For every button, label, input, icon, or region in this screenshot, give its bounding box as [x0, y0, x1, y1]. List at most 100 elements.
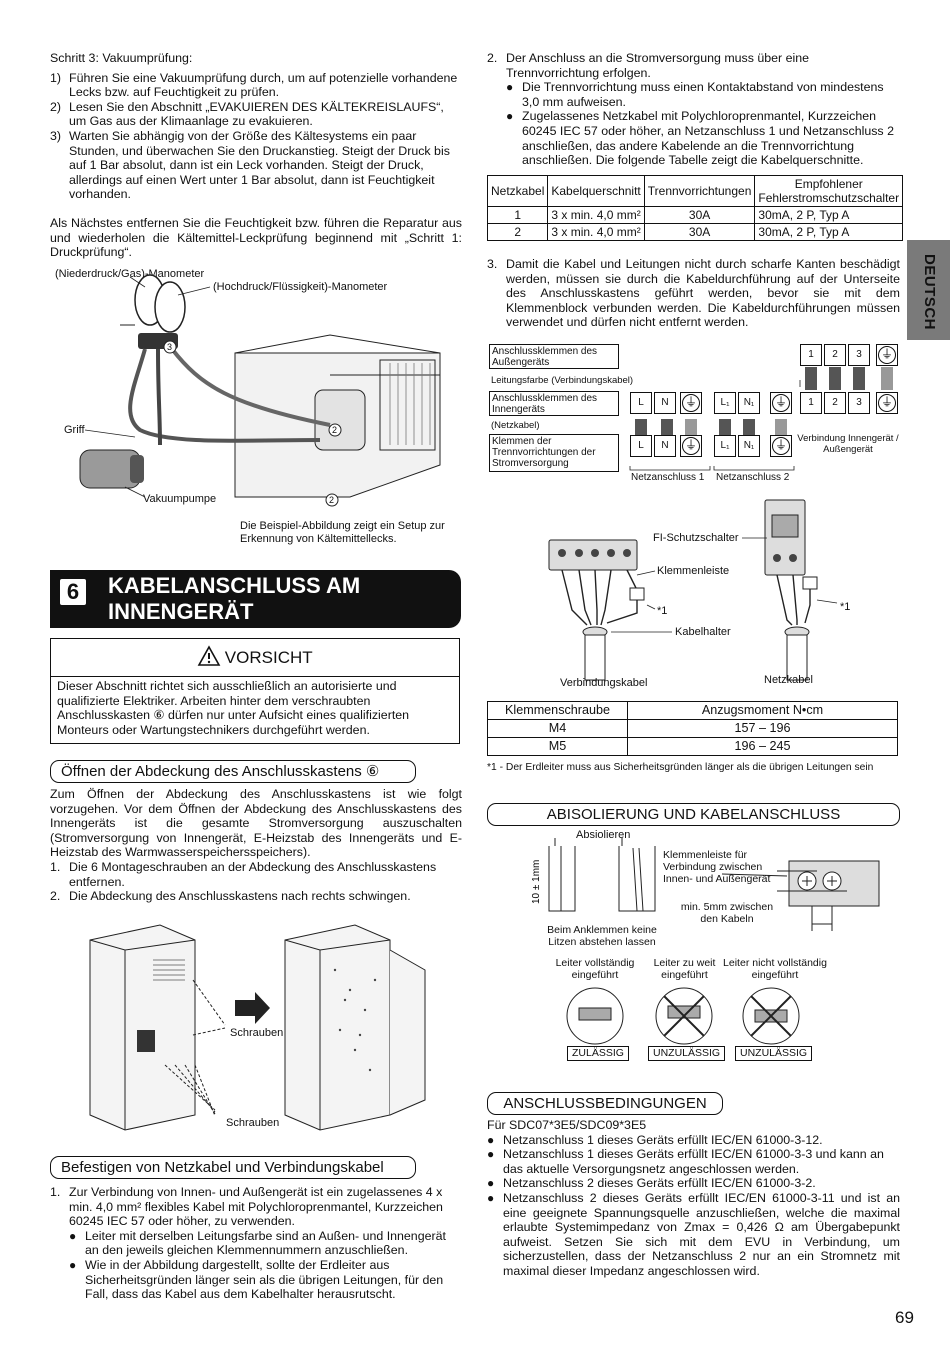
strip-illustration: 10 ± 1mm — [531, 838, 880, 1045]
label-fi-switch: FI-Schutzschalter — [653, 532, 739, 544]
table-row: M5 196 – 245 — [487, 737, 898, 756]
section-header: 6 KABELANSCHLUSS AM INNENGERÄT — [50, 570, 461, 628]
ground-icon — [772, 437, 790, 455]
num-2a: 2 — [332, 425, 338, 435]
label-not-full: Leiter nicht vollständig eingeführt — [723, 957, 827, 981]
item-2: 2.Der Anschluss an die Stromversorgung m… — [487, 51, 810, 80]
item2-bullet-1: ●Die Trennvorrichtung muss einen Kontakt… — [506, 80, 884, 109]
torque-table: Klemmenschraube Anzugsmoment N•cm M4 157… — [487, 701, 898, 756]
caution-text: Dieser Abschnitt richtet sich ausschließ… — [57, 679, 410, 737]
terminal-top-2: 2 — [824, 344, 846, 366]
label-strands: Beim Anklemmen keine Litzen abstehen las… — [547, 924, 657, 948]
stamp-bad-2: UNZULÄSSIG — [735, 1046, 813, 1061]
terminal-top-ground — [876, 344, 898, 366]
label-star1-left: *1 — [657, 605, 668, 617]
label-netz1: Netzanschluss 1 — [631, 472, 705, 483]
table-row: 1 3 x min. 4,0 mm² 30A 30mA, 2 P, Typ A — [486, 206, 904, 224]
strip-heading: ABISOLIERUNG UND KABELANSCHLUSS — [487, 803, 900, 826]
label-screws-bottom: Schrauben — [226, 1117, 280, 1129]
terminal-mid-N1: N₁ — [738, 392, 760, 414]
label-cable-holder: Kabelhalter — [675, 626, 731, 638]
label-low-pressure: (Niederdruck/Gas)-Manometer — [55, 268, 205, 280]
box-indoor-terminals: Anschlussklemmen des Innengeräts — [489, 391, 619, 416]
label-min-gap: min. 5mm zwischen den Kabeln — [680, 901, 774, 925]
terminal-mid-N: N — [654, 392, 676, 414]
label-power-cable: Netzkabel — [764, 674, 813, 686]
terminal-mid-ground3 — [876, 392, 898, 414]
page-number: 69 — [895, 1308, 914, 1327]
terminal-mid-ground1 — [680, 392, 702, 414]
stamp-ok: ZULÄSSIG — [567, 1046, 629, 1061]
label-connection: Verbindung Innengerät / Außengerät — [797, 433, 899, 455]
right-column: 2.Der Anschluss an die Stromversorgung m… — [487, 51, 900, 168]
label-line-color: Leitungsfarbe (Verbindungskabel) — [491, 375, 634, 386]
label-fully-inserted: Leiter vollständig eingeführt — [555, 957, 635, 981]
step3-item-2: 2)Lesen Sie den Abschnitt „EVAKUIEREN DE… — [50, 99, 444, 129]
terminal-mid-L1: L₁ — [714, 392, 736, 414]
num-2b: 2 — [329, 495, 335, 505]
item-3: 3.Damit die Kabel und Leitungen nicht du… — [487, 257, 900, 330]
strip-dimension-text: 10 ± 1mm — [531, 860, 542, 904]
terminal-bot-ground2 — [770, 435, 792, 457]
fix-section: 1.Zur Verbindung von Innen- und Außenger… — [50, 1185, 462, 1302]
cond-bullet-4: ●Netzanschluss 2 dieses Geräts erfüllt I… — [487, 1190, 900, 1278]
box-outdoor-terminals: Anschlussklemmen des Außengeräts — [489, 344, 619, 369]
caution-box: VORSICHT Dieser Abschnitt richtet sich a… — [50, 638, 460, 744]
section-title-1: KABELANSCHLUSS AM — [108, 573, 361, 598]
strip-figure: 10 ± 1mm Absiolieren Beim Anklemmen kein… — [487, 826, 902, 1066]
label-star1-right: *1 — [840, 601, 851, 613]
cable-table: Netzkabel Kabelquerschnitt Trennvorricht… — [486, 175, 904, 241]
ground-icon — [878, 346, 896, 364]
table-row: 2 3 x min. 4,0 mm² 30A 30mA, 2 P, Typ A — [486, 223, 904, 241]
cable-table-header: Netzkabel Kabelquerschnitt Trennvorricht… — [486, 175, 904, 207]
label-stripping: Absiolieren — [576, 829, 631, 841]
step3-item-1: 1)Führen Sie eine Vakuumprüfung durch, u… — [50, 70, 458, 100]
conditions-heading: ANSCHLUSSBEDINGUNGEN — [487, 1092, 723, 1115]
num-3: 3 — [167, 342, 173, 352]
terminal-mid-2: 2 — [824, 392, 846, 414]
box-supply-terminals: Klemmen der Trennvorrichtungen der Strom… — [489, 434, 619, 472]
label-pump: Vakuumpumpe — [143, 493, 217, 505]
language-tab-label: DEUTSCH — [921, 253, 938, 330]
terminal-mid-L: L — [630, 392, 652, 414]
vacuum-figure: (Niederdruck/Gas)-Manometer (Hochdruck/F… — [50, 265, 462, 550]
cable-th-2: Kabelquerschnitt — [547, 175, 645, 207]
terminal-mid-1: 1 — [800, 392, 822, 414]
label-grip: Griff — [64, 424, 85, 436]
section-number: 6 — [60, 579, 86, 605]
section-title-2: INNENGERÄT — [108, 599, 254, 624]
next-paragraph: Als Nächstes entfernen Sie die Feuchtigk… — [50, 215, 462, 260]
label-terminal-strip-connection: Klemmenleiste für Verbindung zwischen In… — [663, 849, 771, 885]
torque-table-header: Klemmenschraube Anzugsmoment N•cm — [487, 701, 898, 720]
terminal-bot-N1: N₁ — [738, 435, 760, 457]
vacuum-illustration — [79, 274, 441, 507]
open-section: Zum Öffnen der Abdeckung des Anschlusska… — [50, 787, 462, 904]
label-screws-top: Schrauben — [230, 1027, 284, 1039]
caution-header: VORSICHT — [51, 639, 459, 677]
language-tab: DEUTSCH — [907, 240, 950, 340]
item2-bullet-2: ●Zugelassenes Netzkabel mit Polychloropr… — [506, 109, 894, 168]
label-netz2: Netzanschluss 2 — [716, 472, 790, 483]
wiring-diagram: Anschlussklemmen des Außengeräts Leitung… — [487, 340, 902, 490]
label-too-far: Leiter zu weit eingeführt — [653, 957, 716, 981]
wiring-lines — [629, 367, 893, 471]
stamp-bad-1: UNZULÄSSIG — [648, 1046, 726, 1061]
caution-title: VORSICHT — [224, 648, 313, 667]
fix-item-1: 1.Zur Verbindung von Innen- und Außenger… — [50, 1185, 443, 1229]
terminal-block-figure: FI-Schutzschalter Klemmenleiste *1 *1 Ka… — [487, 495, 902, 695]
open-item-1: 1.Die 6 Montageschrauben an der Abdeckun… — [50, 859, 437, 889]
label-terminal-strip: Klemmenleiste — [657, 565, 730, 577]
terminal-bot-L: L — [630, 435, 652, 457]
step3-title: Schritt 3: Vakuumprüfung: — [50, 51, 193, 65]
label-high-pressure: (Hochdruck/Flüssigkeit)-Manometer — [213, 281, 388, 293]
cond-bullet-2: ●Netzanschluss 1 dieses Geräts erfüllt I… — [487, 1147, 884, 1176]
fix-bullet-1: ●Leiter mit derselben Leitungsfarbe sind… — [69, 1228, 446, 1258]
terminal-mid-3: 3 — [848, 392, 870, 414]
ground-icon — [682, 394, 700, 412]
terminal-mid-ground2 — [770, 392, 792, 414]
cable-th-3: Trennvorrichtungen — [643, 175, 756, 207]
ground-icon — [772, 394, 790, 412]
terminal-top-3: 3 — [848, 344, 870, 366]
open-heading: Öffnen der Abdeckung des Anschlusskasten… — [50, 760, 416, 783]
terminal-bot-L1: L₁ — [714, 435, 736, 457]
